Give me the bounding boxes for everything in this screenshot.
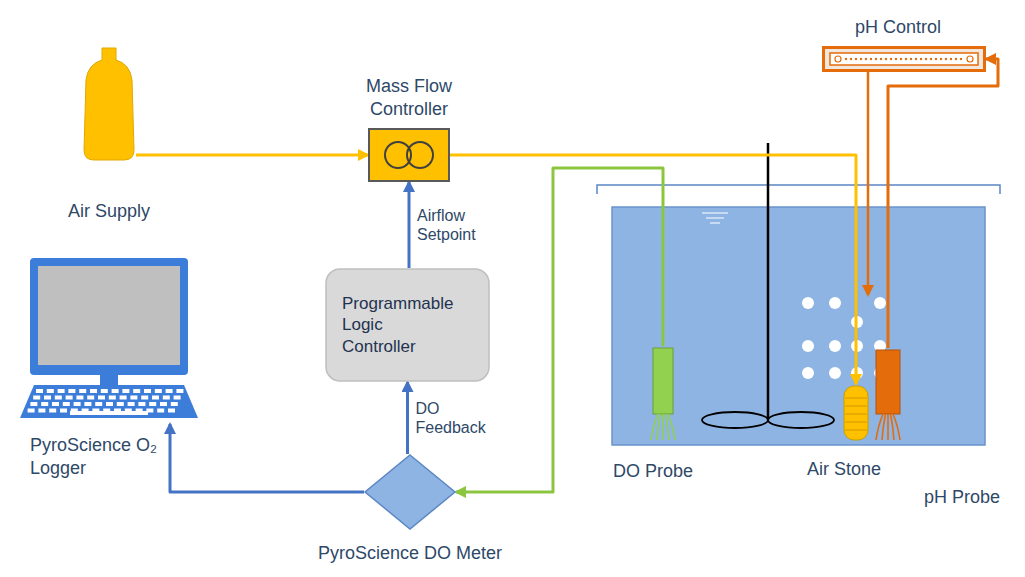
- node-label: DO Probe: [598, 460, 708, 483]
- connector: [170, 424, 364, 492]
- ph-control-box-shape: [822, 46, 986, 72]
- signal-label: DO Feedback: [416, 399, 490, 437]
- air-stone: Air Stone: [842, 384, 870, 442]
- plc-box: Programmable Logic Controller: [325, 268, 490, 382]
- do-meter-diamond-shape: [364, 454, 456, 530]
- do-probe-shape: [650, 346, 676, 442]
- node-label: Mass Flow Controller: [349, 75, 469, 120]
- tank: [597, 185, 1000, 445]
- node-label: Air Supply: [44, 200, 174, 223]
- ph-probe: pH Probe: [873, 348, 903, 442]
- air-bubbles: [802, 297, 886, 379]
- air-stone-shape: [842, 384, 870, 442]
- box-label: Programmable Logic Controller: [342, 293, 460, 357]
- computer-logger: PyroScience O₂ Logger: [20, 258, 198, 420]
- air-cylinder: Air Supply: [82, 46, 136, 162]
- node-label: pH Control: [823, 16, 973, 39]
- connector: [888, 59, 998, 348]
- node-label: pH Probe: [912, 486, 1012, 509]
- signal-label: Airflow Setpoint: [417, 206, 491, 244]
- connector: [408, 182, 411, 268]
- do-probe: DO Probe: [650, 346, 676, 442]
- ph-probe-shape: [873, 348, 903, 442]
- dosing-line: [867, 72, 870, 295]
- impeller: [702, 143, 834, 428]
- air-cylinder-shape: [82, 46, 136, 162]
- flow-controller-box-shape: [368, 128, 450, 182]
- flow-controller-box: Mass Flow Controller: [368, 128, 450, 182]
- computer-logger-shape: [20, 258, 198, 420]
- node-label: Air Stone: [789, 458, 899, 481]
- connector: [136, 154, 368, 157]
- ph-control-box: pH Control: [822, 46, 986, 72]
- node-label: PyroScience DO Meter: [295, 542, 525, 565]
- do-meter-diamond: PyroScience DO Meter: [364, 454, 456, 530]
- node-label: PyroScience O₂ Logger: [30, 434, 160, 479]
- connector: [406, 382, 409, 454]
